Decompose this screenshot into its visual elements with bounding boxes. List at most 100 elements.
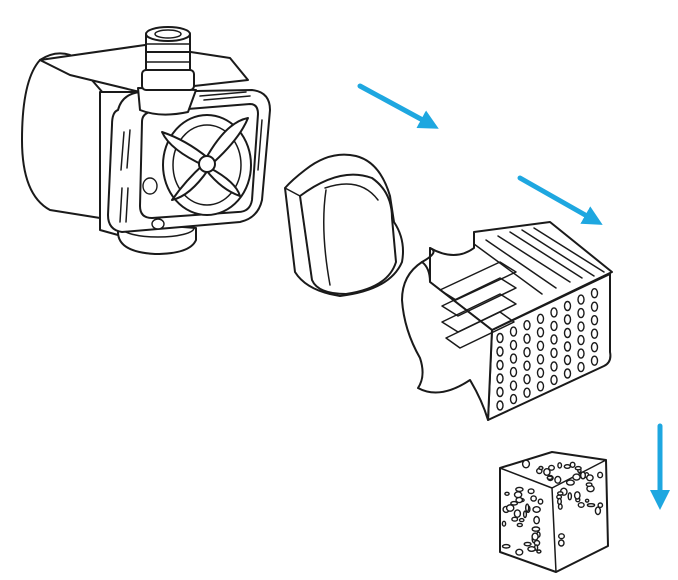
- sponge-pore: [557, 491, 564, 496]
- cage-hole: [523, 374, 531, 385]
- sponge-pore: [548, 464, 556, 471]
- cage-hole: [563, 354, 572, 366]
- sponge-pore: [586, 503, 596, 508]
- sponge-pore: [557, 503, 563, 510]
- sponge-pore: [563, 464, 571, 470]
- cage-hole: [509, 380, 518, 391]
- sponge-pore: [510, 500, 519, 506]
- sponge-pore: [584, 498, 590, 503]
- cage-hole: [523, 360, 531, 371]
- sponge-pore: [515, 548, 524, 556]
- sponge-pore: [527, 546, 536, 553]
- cage-hole: [536, 381, 545, 392]
- cage-hole: [590, 342, 599, 353]
- sponge-pore: [533, 515, 540, 525]
- sponge-pore: [525, 503, 530, 513]
- cage-hole: [550, 374, 558, 386]
- cage-hole: [577, 348, 585, 359]
- cage-hole: [496, 386, 504, 398]
- sponge-pore: [530, 495, 537, 502]
- cage-hole: [496, 373, 504, 384]
- sponge-pore: [522, 510, 528, 519]
- cage-hole: [509, 366, 518, 378]
- sponge-pore: [537, 498, 544, 505]
- cage-hole: [496, 332, 504, 344]
- cage-hole: [509, 339, 518, 351]
- cage-hole: [509, 353, 518, 364]
- cage-hole: [509, 393, 518, 405]
- cage-hole: [590, 328, 599, 339]
- sponge-pore: [577, 502, 585, 509]
- cage-hole: [536, 313, 545, 324]
- sponge-pore: [501, 520, 507, 527]
- sponge-pore: [521, 459, 531, 469]
- cage-hole: [550, 334, 558, 345]
- cage-hole: [577, 361, 585, 373]
- cage-hole: [577, 334, 585, 346]
- cage-hole: [523, 347, 531, 358]
- cage-hole: [590, 355, 599, 366]
- sponge-pore: [504, 491, 510, 496]
- flow-arrows: [357, 83, 670, 510]
- sponge-pore: [505, 504, 515, 512]
- cage-hole: [536, 367, 545, 378]
- filter-sponge: [499, 451, 609, 573]
- cage-hole: [523, 387, 531, 398]
- sponge-pore: [586, 474, 594, 482]
- pump-body: [21, 26, 271, 255]
- sponge-pore: [596, 471, 604, 479]
- intake-cage: [401, 221, 613, 421]
- cage-hole: [563, 327, 572, 339]
- cage-hole: [509, 326, 518, 337]
- impeller-cover: [284, 153, 404, 297]
- sponge-pore: [557, 539, 565, 547]
- cage-hole: [496, 400, 504, 411]
- sponge-pore: [501, 543, 511, 549]
- flow-arrow-1: [357, 83, 439, 129]
- sponge-pore: [511, 516, 519, 522]
- sponge-pore: [572, 473, 581, 481]
- sponge-pore: [527, 488, 535, 495]
- sponge-pore: [518, 517, 525, 523]
- sponge-pore: [597, 502, 604, 509]
- sponge-pore: [515, 486, 524, 493]
- cage-hole: [550, 361, 558, 372]
- cage-hole: [550, 307, 558, 318]
- cage-hole: [563, 314, 572, 325]
- cage-hole: [550, 320, 558, 332]
- sponge-pore: [543, 468, 551, 477]
- cage-hole: [563, 368, 572, 379]
- sponge-pore: [567, 492, 573, 501]
- cage-hole: [536, 327, 545, 338]
- sponge-pore: [558, 533, 566, 540]
- cage-hole: [550, 347, 558, 359]
- sponge-pore: [516, 522, 523, 528]
- cage-hole: [563, 300, 572, 312]
- sponge-pore: [574, 465, 582, 471]
- cage-hole: [496, 346, 504, 357]
- cage-hole: [523, 320, 531, 331]
- sponge-pore: [513, 491, 523, 499]
- sponge-pore: [531, 526, 541, 532]
- cage-hole: [496, 359, 504, 371]
- sponge-pore: [546, 475, 553, 481]
- cage-hole: [590, 315, 599, 326]
- cage-hole: [536, 354, 545, 365]
- cage-hole: [536, 340, 545, 351]
- sponge-pore: [554, 475, 562, 484]
- sponge-pore: [531, 532, 539, 541]
- sponge-pore: [557, 462, 563, 469]
- sponge-pore: [532, 506, 541, 514]
- sponge-pore: [513, 509, 522, 518]
- sponge-pore: [573, 491, 581, 500]
- cage-hole: [563, 341, 572, 352]
- sponge-pore: [580, 471, 587, 480]
- sponge-pore: [536, 549, 542, 554]
- cage-hole: [577, 294, 585, 305]
- flow-arrow-2: [517, 175, 603, 225]
- cage-hole: [577, 307, 585, 319]
- cage-hole: [590, 301, 599, 312]
- cage-hole: [523, 333, 531, 344]
- sponge-pore: [538, 465, 544, 471]
